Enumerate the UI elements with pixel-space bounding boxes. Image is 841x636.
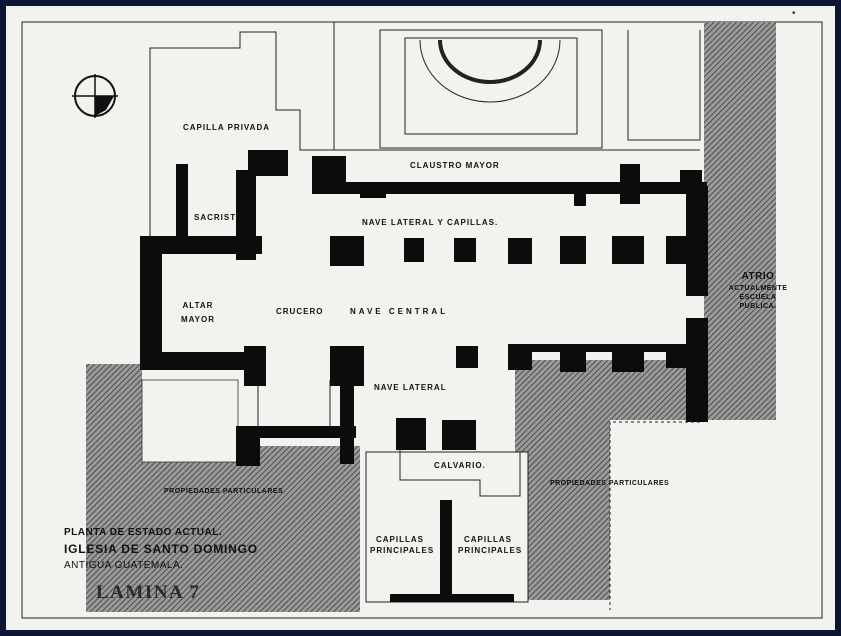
apse-wall-west (140, 236, 162, 368)
title-line-1: PLANTA DE ESTADO ACTUAL. (64, 527, 223, 538)
label-crucero: CRUCERO (276, 307, 324, 316)
label-nave-lateral-capillas: NAVE LATERAL Y CAPILLAS. (362, 218, 499, 227)
title-line-2: IGLESIA DE SANTO DOMINGO (64, 542, 258, 556)
claustro-inner-2 (404, 37, 578, 135)
hatched-properties (86, 22, 776, 612)
sheet-label: LAMINA 7 (96, 582, 201, 603)
label-capillas-r: CAPILLAS (464, 535, 512, 544)
label-sacristia: SACRISTIA (194, 213, 247, 222)
atrio-hatch (704, 22, 776, 420)
pier-s2 (508, 344, 532, 370)
label-nave-central: NAVE CENTRAL (350, 307, 449, 316)
label-capillas-l: CAPILLAS (376, 535, 424, 544)
pier-n1 (404, 238, 424, 262)
apse-wall-north (140, 236, 262, 254)
transept-south-wall (340, 384, 354, 464)
property-hatch-left (86, 364, 360, 612)
sacristia-wall-w (176, 164, 188, 244)
transept-north-pier-2 (330, 236, 364, 266)
calvario-pier-1 (396, 418, 426, 450)
pier-n4 (560, 236, 586, 264)
label-mayor: MAYOR (180, 315, 216, 324)
claustro-outline (333, 22, 700, 151)
sacristia-wall-e (236, 170, 256, 260)
compass-quadrant (95, 96, 114, 116)
claustro-arc-thin (419, 39, 561, 103)
apse-south-pier (244, 346, 266, 386)
calvario-outline (399, 448, 521, 497)
pier-n6 (666, 236, 688, 264)
south-wall-long (236, 426, 356, 438)
capillas-bottom (390, 594, 514, 602)
label-capilla-privada: CAPILLA PRIVADA (183, 123, 270, 132)
apse-wall-south (140, 352, 262, 370)
label-nave-lateral: NAVE LATERAL (374, 383, 447, 392)
pier-s5 (666, 344, 688, 368)
label-atrio-title: ATRIO (741, 271, 775, 282)
label-propiedades-right: PROPIEDADES PARTICULARES (550, 480, 670, 487)
sheet-border (21, 21, 823, 619)
east-cells (627, 30, 701, 141)
title-block: PLANTA DE ESTADO ACTUAL. IGLESIA DE SANT… (64, 528, 258, 571)
label-claustro-mayor: CLAUSTRO MAYOR (410, 161, 500, 170)
corner-mark: • (792, 8, 796, 19)
north-buttress-2 (574, 188, 586, 206)
label-calvario: CALVARIO. (434, 461, 486, 470)
north-buttress-1 (360, 184, 386, 198)
claustro-inner (379, 29, 603, 149)
label-atrio: ATRIO ACTUALMENTE ESCUELA PUBLICA. (728, 271, 788, 311)
label-altar: ALTAR (182, 301, 214, 310)
label-altar-mayor: ALTAR MAYOR (180, 302, 216, 324)
south-nave-wall (516, 344, 696, 352)
nave-piers (360, 164, 702, 372)
convent-outline (149, 31, 345, 250)
heavy-walls (140, 150, 708, 602)
north-nave-wall (345, 182, 707, 194)
label-principales-r: PRINCIPALES (458, 546, 523, 555)
calvario-pier-2 (442, 420, 476, 450)
pier-s3 (560, 344, 586, 372)
pier-n2 (454, 238, 476, 262)
transept-north-pier (312, 156, 346, 194)
label-atrio-line2: ESCUELA (739, 294, 777, 301)
label-atrio-line3: PUBLICA. (739, 303, 777, 310)
transept-south-pier (330, 346, 364, 386)
south-wall-left (236, 426, 260, 466)
north-arrow (72, 74, 118, 118)
capilla-privada-wall (248, 150, 288, 176)
pier-n3 (508, 238, 532, 264)
pier-s1 (456, 346, 478, 368)
label-propiedades-left: PROPIEDADES PARTICULARES (164, 488, 284, 495)
east-facade-lower (686, 318, 708, 422)
north-buttress-3 (620, 164, 640, 204)
north-buttress-4 (680, 170, 702, 192)
pier-n5 (612, 236, 644, 264)
title-line-3: ANTIGUA GUATEMALA. (64, 560, 184, 571)
capillas-divider (440, 500, 452, 600)
label-principales-l: PRINCIPALES (370, 546, 435, 555)
east-facade (686, 186, 708, 296)
claustro-arc (438, 39, 542, 84)
pier-s4 (612, 344, 644, 372)
label-atrio-line1: ACTUALMENTE (728, 285, 788, 292)
lower-left-court (141, 379, 239, 463)
label-capillas-principales-right: CAPILLAS PRINCIPALES (458, 535, 523, 555)
label-capillas-principales-left: CAPILLAS PRINCIPALES (370, 535, 435, 555)
property-hatch-right (515, 360, 700, 600)
